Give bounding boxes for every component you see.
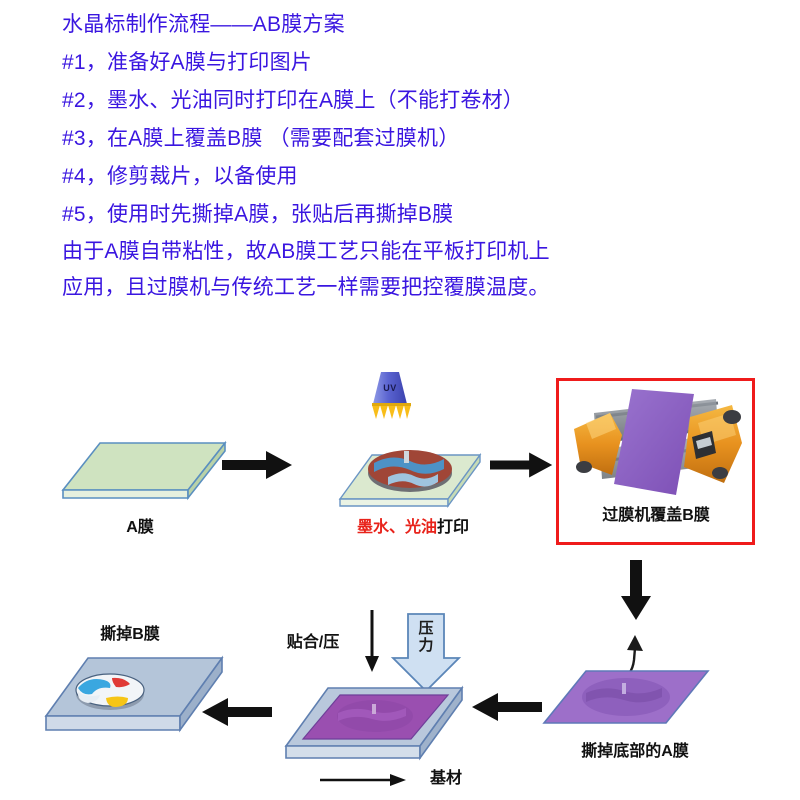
uv-lamp-label: UV xyxy=(383,383,397,393)
film-a-caption: A膜 xyxy=(126,519,154,536)
step-peel-b: 撕掉B膜 xyxy=(40,620,240,750)
arrow-bond-down xyxy=(362,610,382,679)
color-disc-icon xyxy=(75,673,145,710)
step-printing: UV 墨水、光油打印 xyxy=(318,369,508,539)
arrow-bond-to-peelb xyxy=(200,695,272,734)
arrow-print-to-laminator xyxy=(490,448,554,487)
peeled-sheet-icon xyxy=(542,670,710,724)
arrow-a-to-print xyxy=(222,448,294,487)
substrate-slab-icon xyxy=(280,684,470,785)
laminator-machine-icon xyxy=(574,389,742,495)
text-line-title: 水晶标制作流程——AB膜方案 xyxy=(62,13,345,36)
pressure-label-line2: 力 xyxy=(418,637,434,654)
uv-lamp-icon: UV xyxy=(359,369,421,425)
step-bonding: 贴合/压 压 力 xyxy=(270,610,490,787)
step-peel-bottom-a: 撕掉底部的A膜 xyxy=(540,665,730,775)
text-line-step-4: #4，修剪裁片，以备使用 xyxy=(62,165,298,188)
text-line-step-5: #5，使用时先撕掉A膜，张贴后再撕掉B膜 xyxy=(62,203,454,226)
step-film-a: A膜 xyxy=(60,435,240,545)
film-a-slab-icon xyxy=(61,440,227,501)
text-line-step-3: #3，在A膜上覆盖B膜 （需要配套过膜机） xyxy=(62,127,460,150)
substrate-pointer-icon xyxy=(320,772,410,793)
arrow-laminator-down xyxy=(618,560,654,627)
peel-b-slab-icon xyxy=(44,655,224,733)
instruction-text-block: 水晶标制作流程——AB膜方案 #1，准备好A膜与打印图片 #2，墨水、光油同时打… xyxy=(62,6,762,306)
printing-caption: 墨水、光油打印 xyxy=(318,513,508,537)
printing-caption-black: 打印 xyxy=(437,519,470,536)
printed-disc-icon xyxy=(368,450,452,492)
pressure-arrow-icon: 压 力 xyxy=(390,612,462,694)
step-laminator: 过膜机覆盖B膜 xyxy=(566,383,746,543)
pressure-label-line1: 压 xyxy=(418,620,434,637)
laminator-highlight-frame xyxy=(556,378,755,545)
arrow-peel-to-bond xyxy=(470,690,542,729)
printing-caption-red: 墨水、光油 xyxy=(356,519,437,536)
peel-bottom-a-caption: 撕掉底部的A膜 xyxy=(581,743,689,760)
substrate-label: 基材 xyxy=(429,770,462,787)
bonding-caption: 贴合/压 xyxy=(286,634,340,651)
text-line-step-1: #1，准备好A膜与打印图片 xyxy=(62,51,312,74)
laminator-caption: 过膜机覆盖B膜 xyxy=(602,507,710,524)
pressure-label: 压 力 xyxy=(390,620,462,654)
process-flow-diagram: A膜 xyxy=(0,355,800,800)
peel-b-caption: 撕掉B膜 xyxy=(100,626,160,643)
text-line-step-2: #2，墨水、光油同时打印在A膜上（不能打卷材） xyxy=(62,89,524,112)
text-line-note-2: 应用，且过膜机与传统工艺一样需要把控覆膜温度。 xyxy=(62,276,550,299)
text-line-note-1: 由于A膜自带粘性，故AB膜工艺只能在平板打印机上 xyxy=(62,240,550,263)
printing-plate-icon xyxy=(330,427,490,518)
